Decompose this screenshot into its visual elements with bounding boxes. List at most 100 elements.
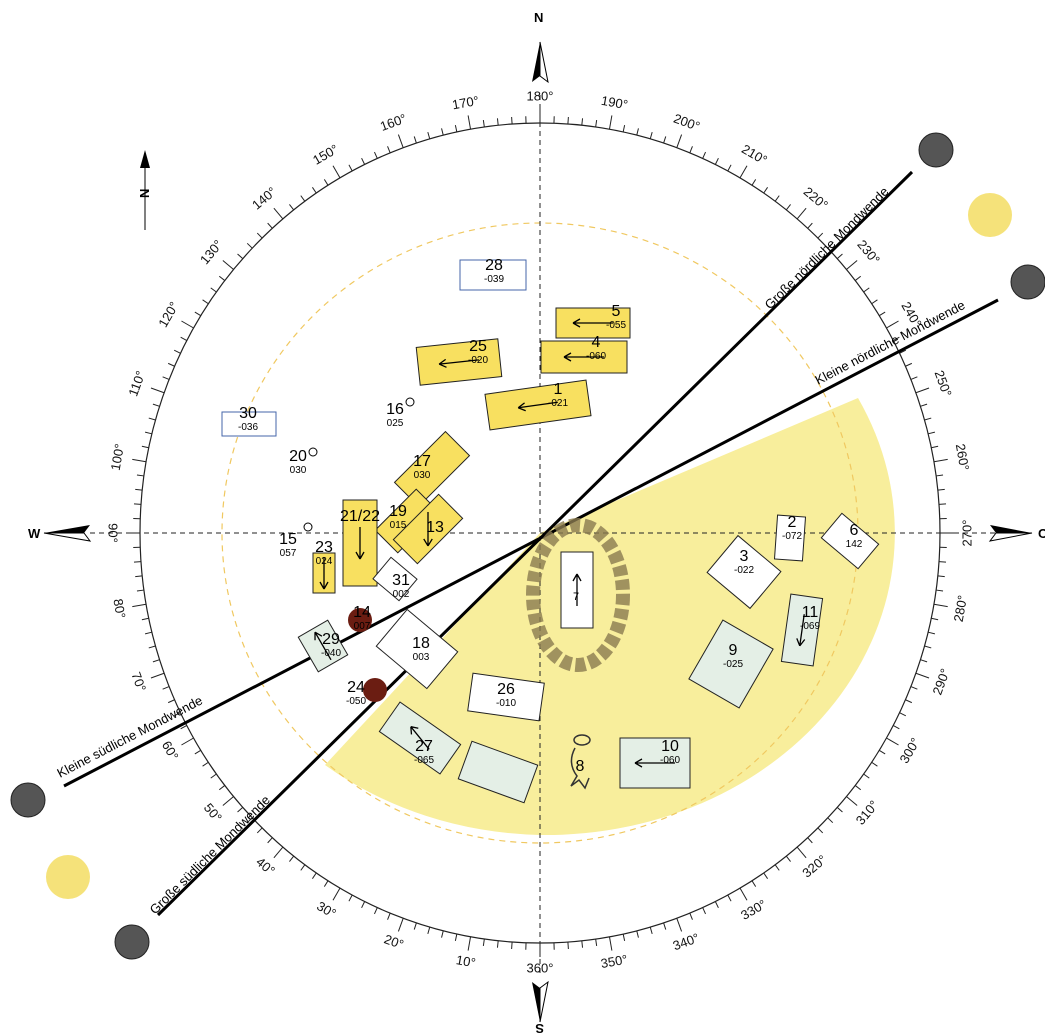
compass-tick <box>931 617 939 621</box>
compass-tick <box>387 146 391 154</box>
compass-tick <box>374 907 378 915</box>
compass-tick <box>167 362 175 367</box>
compass-tick <box>361 157 366 165</box>
grave-label-26: 26-010 <box>476 682 536 709</box>
compass-tick <box>289 855 295 862</box>
grave-10 <box>619 737 691 789</box>
compass-tick <box>663 922 667 930</box>
grave-number: 30 <box>239 405 257 422</box>
grave-rect <box>688 619 774 709</box>
grave-number: 11 <box>801 604 819 621</box>
grave-18 <box>375 608 459 690</box>
grave-number: 16 <box>386 401 404 418</box>
grave-rect <box>375 608 459 690</box>
figure-8-icon <box>570 734 591 790</box>
grave-orientation-value: -060 <box>659 755 680 766</box>
direction-arrow-icon <box>517 401 558 412</box>
moon-icon <box>10 782 46 818</box>
direction-arrow-icon <box>572 318 613 328</box>
west-label: W <box>28 526 41 541</box>
grave-rect <box>221 411 277 437</box>
compass-tick <box>173 712 181 717</box>
grave-orientation-value: 025 <box>386 418 404 429</box>
south-label: S <box>535 1021 544 1034</box>
compass-tick <box>899 349 907 354</box>
compass-tick <box>622 933 626 941</box>
grave-number: 27 <box>415 738 433 755</box>
grave-number: 1 <box>553 381 563 398</box>
grave-label-1: 1-021 <box>528 382 588 409</box>
compass-tick <box>827 242 834 249</box>
compass-tick <box>910 686 918 690</box>
moon-icon <box>918 132 954 168</box>
compass-tick <box>905 362 913 367</box>
grave-number: 3 <box>739 548 749 565</box>
compass-tick <box>273 846 284 859</box>
direction-arrow-icon <box>355 527 365 560</box>
grave-orientation-value: -065 <box>413 755 434 766</box>
compass-tick <box>332 165 341 179</box>
degree-label: 100° <box>108 443 127 472</box>
grave-number: 2 <box>787 514 797 531</box>
compass-tick <box>636 128 639 136</box>
pit-20 <box>308 447 318 457</box>
compass-tick <box>135 488 143 491</box>
compass-tick <box>397 134 404 148</box>
grave-orientation-value: -025 <box>722 659 743 670</box>
compass-tick <box>739 165 748 179</box>
compass-tick <box>141 617 149 621</box>
grave-orientation-value: -072 <box>781 531 802 542</box>
grave-label-8: 8 <box>550 759 610 775</box>
compass-tick <box>323 179 329 186</box>
grave-number: 15 <box>279 531 297 548</box>
compass-tick <box>774 195 780 202</box>
compass-tick <box>785 855 791 862</box>
grave-13 <box>392 493 464 565</box>
direction-arrow-icon <box>438 358 479 368</box>
grave-number: 17 <box>413 453 431 470</box>
compass-tick <box>796 846 807 859</box>
compass-tick <box>256 827 263 834</box>
grave-orientation-value: 142 <box>845 539 863 550</box>
grave-number: 5 <box>611 303 621 320</box>
compass-tick <box>807 222 813 229</box>
grave-label-21-22: 21/22 <box>330 509 390 525</box>
degree-label: 70° <box>128 670 149 694</box>
compass-tick <box>836 253 843 260</box>
direction-arrow-icon <box>314 631 332 661</box>
grave-rect <box>820 512 880 570</box>
grave-label-27: 27-065 <box>394 739 454 766</box>
moon-icon <box>1010 264 1045 300</box>
compass-tick <box>361 901 366 909</box>
grave-number: 19 <box>389 503 407 520</box>
degree-label: 360° <box>527 960 554 975</box>
compass-tick <box>237 806 244 813</box>
compass-tick <box>689 912 693 920</box>
compass-tick <box>210 287 217 293</box>
compass-tick <box>920 659 928 663</box>
degree-label: 350° <box>600 952 629 971</box>
grave-number: 26 <box>497 681 515 698</box>
compass-tick <box>202 299 209 305</box>
compass-tick <box>222 260 234 270</box>
grave-rect <box>467 672 545 722</box>
degree-label: 90° <box>106 523 121 543</box>
grave-orientation-value: 007 <box>353 621 371 632</box>
grave-17 <box>393 430 471 508</box>
grave-number: 29 <box>322 631 340 648</box>
compass-tick <box>246 242 253 249</box>
compass-tick <box>886 320 899 329</box>
grave-25 <box>415 338 503 386</box>
small-north-arrow-icon <box>140 150 150 230</box>
compass-tick <box>927 431 936 435</box>
grave-number: 13 <box>426 519 444 536</box>
degree-label: 180° <box>527 88 554 103</box>
compass-tick <box>936 589 944 592</box>
compass-tick <box>387 912 391 920</box>
compass-tick <box>162 376 170 380</box>
grave-4 <box>540 340 628 374</box>
stone-ring <box>526 518 630 672</box>
grave-orientation-value: 003 <box>412 652 430 663</box>
